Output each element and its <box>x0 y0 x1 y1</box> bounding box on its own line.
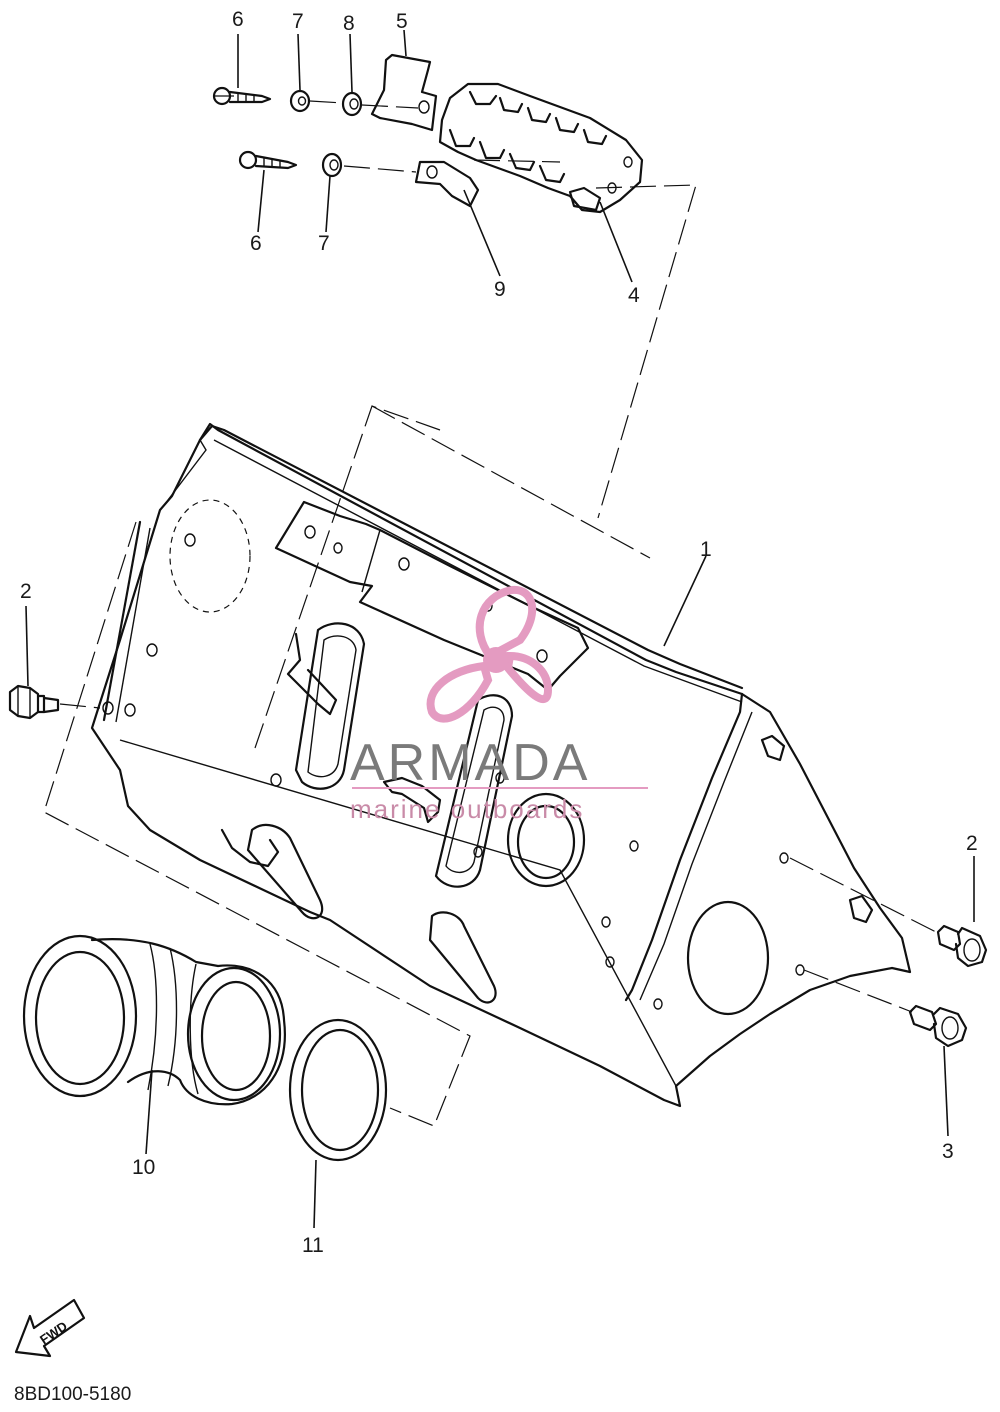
callout-8: 8 <box>343 12 355 35</box>
watermark-brand: ARMADA <box>350 734 590 792</box>
terminal-block-part-4 <box>438 82 644 214</box>
bolt-part-2-left <box>8 684 60 720</box>
callout-1: 1 <box>700 538 712 561</box>
callout-7-lower: 7 <box>318 232 330 255</box>
callout-6-lower: 6 <box>250 232 262 255</box>
screw-part-6-lower <box>238 150 298 170</box>
gasket-part-11 <box>288 1018 388 1162</box>
main-bracket-part-1 <box>90 422 912 1108</box>
propeller-icon <box>426 585 553 723</box>
callout-6-top: 6 <box>232 8 244 31</box>
bolt-part-3 <box>908 1004 968 1048</box>
washer-part-7-lower <box>321 152 343 178</box>
forward-arrow-icon: FWD <box>14 1298 86 1358</box>
callout-4: 4 <box>628 284 640 307</box>
callout-7-top: 7 <box>292 10 304 33</box>
propeller-blade-top <box>475 585 537 662</box>
propeller-hub <box>483 647 509 673</box>
callout-5: 5 <box>396 10 408 33</box>
callout-3: 3 <box>942 1140 954 1163</box>
washer-part-8 <box>341 91 363 117</box>
callout-9: 9 <box>494 278 506 301</box>
callout-2-left: 2 <box>20 580 32 603</box>
callout-10: 10 <box>132 1156 155 1179</box>
air-duct-part-10 <box>22 934 286 1106</box>
drawing-code: 8BD100-5180 <box>14 1384 131 1405</box>
callout-2-right: 2 <box>966 832 978 855</box>
watermark-logo: ARMADA marine outboards <box>350 585 648 824</box>
watermark-tagline: marine outboards <box>350 794 584 824</box>
callout-11: 11 <box>302 1234 324 1257</box>
washer-part-7-top <box>289 89 311 113</box>
bracket-part-5 <box>370 53 438 132</box>
bolt-part-2-right <box>936 924 988 968</box>
propeller-blade-left <box>426 661 493 723</box>
propeller-blade-right <box>503 651 553 703</box>
